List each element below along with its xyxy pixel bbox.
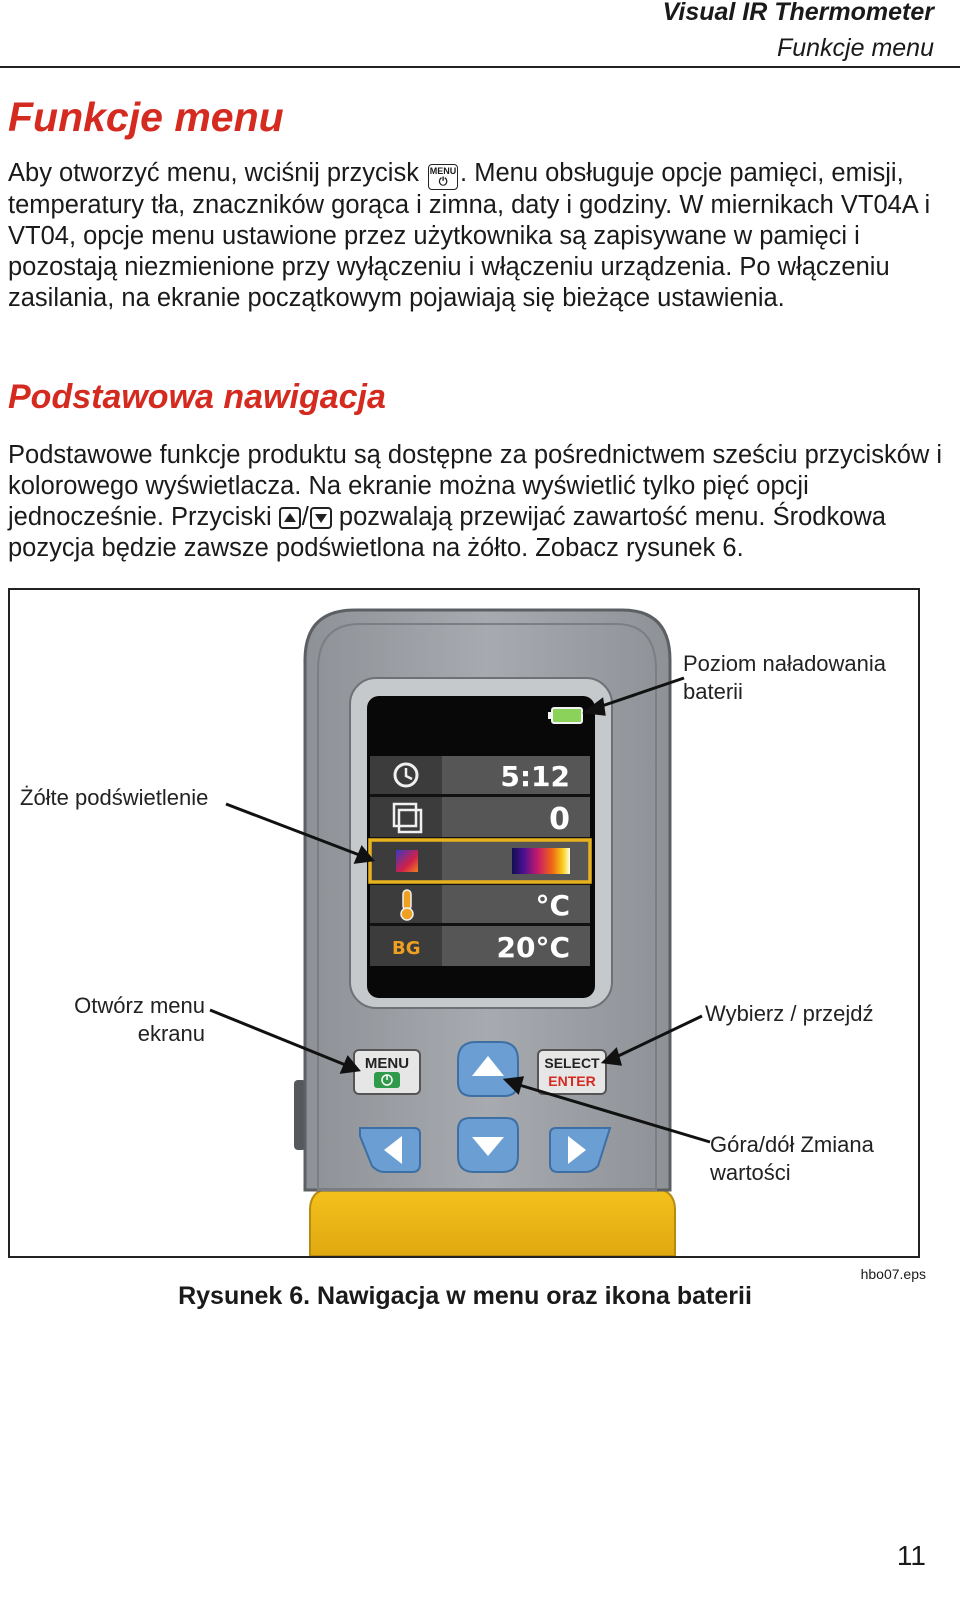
right-arrow-icon — [568, 1136, 586, 1164]
left-arrow-icon — [384, 1136, 402, 1164]
slash-separator: / — [301, 503, 309, 531]
bg-icon: BG — [392, 938, 421, 959]
down-arrow-icon — [309, 507, 332, 529]
callout-yellow-highlight: Żółte podświetlenie — [20, 785, 209, 810]
battery-terminal — [548, 712, 552, 719]
device-body-inner-edge — [317, 623, 657, 1191]
arrow-select — [613, 1014, 703, 1060]
down-arrow-icon — [472, 1137, 504, 1156]
yellow-holster — [309, 1187, 676, 1256]
navigation-paragraph-start: Podstawowe funkcje produktu są dostępne … — [8, 441, 943, 531]
background-temp-value: 20°C — [496, 931, 570, 964]
menu-paragraph-start: Aby otworzyć menu, wciśnij przycisk — [8, 159, 419, 187]
up-arrow-icon — [278, 507, 301, 529]
select-label: SELECT — [544, 1055, 600, 1071]
section-menu-paragraph: Aby otworzyć menu, wciśnij przycisk MENU… — [8, 158, 948, 314]
arrowhead-battery — [582, 697, 606, 716]
memory-value: 0 — [549, 802, 570, 837]
figure-caption: Rysunek 6. Nawigacja w menu oraz ikona b… — [178, 1282, 752, 1310]
thermometer-icon — [402, 889, 412, 911]
unit-value: °C — [535, 889, 570, 922]
time-value: 5:12 — [500, 760, 570, 793]
memory-icon — [392, 802, 418, 828]
header-rule — [0, 66, 960, 68]
callout-updown: Góra/dół Zmiana wartości — [710, 1132, 874, 1185]
section-heading-navigation: Podstawowa nawigacja — [8, 378, 386, 416]
arrowhead-updown — [502, 1076, 525, 1095]
page-number: 11 — [896, 1540, 926, 1571]
callout-select: Wybierz / przejdź — [705, 1001, 874, 1026]
arrowhead-menu — [339, 1055, 361, 1074]
battery-icon — [551, 707, 583, 724]
figure-file-ref: hbo07.eps — [860, 1266, 926, 1282]
clock-hands — [404, 768, 413, 781]
select-enter-button[interactable] — [537, 1049, 607, 1095]
memory-icon-back — [397, 808, 423, 834]
section-navigation-paragraph: Podstawowe funkcje produktu są dostępne … — [8, 440, 948, 564]
thermometer-bulb — [400, 907, 414, 921]
menu-paragraph-end: . Menu obsługuje opcje pamięci, emisji, … — [8, 159, 931, 312]
menu-key-icon: MENU⏻ — [428, 164, 459, 190]
navigation-paragraph-end: pozwalają przewijać zawartość menu. Środ… — [8, 503, 886, 562]
device-illustration: BG 5:12 0 °C 20°C MENU SELECT ENTER — [209, 608, 711, 1256]
palette-bar — [512, 848, 570, 874]
header-subtitle: Funkcje menu — [776, 34, 934, 62]
section-heading-menu: Funkcje menu — [8, 94, 284, 140]
callout-arrows — [209, 676, 711, 1144]
row-divider — [370, 794, 590, 797]
row-divider — [370, 923, 590, 926]
menu-key-label: MENU — [429, 166, 457, 176]
arrowhead-select — [600, 1047, 623, 1066]
power-icon: ⏻ — [438, 176, 448, 188]
arrow-updown — [515, 1082, 711, 1144]
callout-battery: Poziom naładowania baterii — [683, 651, 887, 704]
header-title: Visual IR Thermometer — [662, 0, 934, 26]
callout-open-menu: Otwórz menu ekranu — [74, 993, 205, 1046]
enter-label: ENTER — [548, 1073, 595, 1089]
menu-button-label: MENU — [365, 1055, 409, 1072]
arrow-yellow-highlight — [225, 802, 363, 858]
arrow-menu — [209, 1008, 349, 1068]
figure-frame: BG 5:12 0 °C 20°C MENU SELECT ENTER — [8, 588, 920, 1258]
up-arrow-icon — [472, 1056, 504, 1076]
palette-icon — [396, 850, 418, 872]
side-grip — [294, 1080, 306, 1150]
clock-icon — [393, 762, 419, 788]
arrow-battery — [595, 676, 685, 710]
arrowhead-yellow-highlight — [353, 845, 375, 864]
